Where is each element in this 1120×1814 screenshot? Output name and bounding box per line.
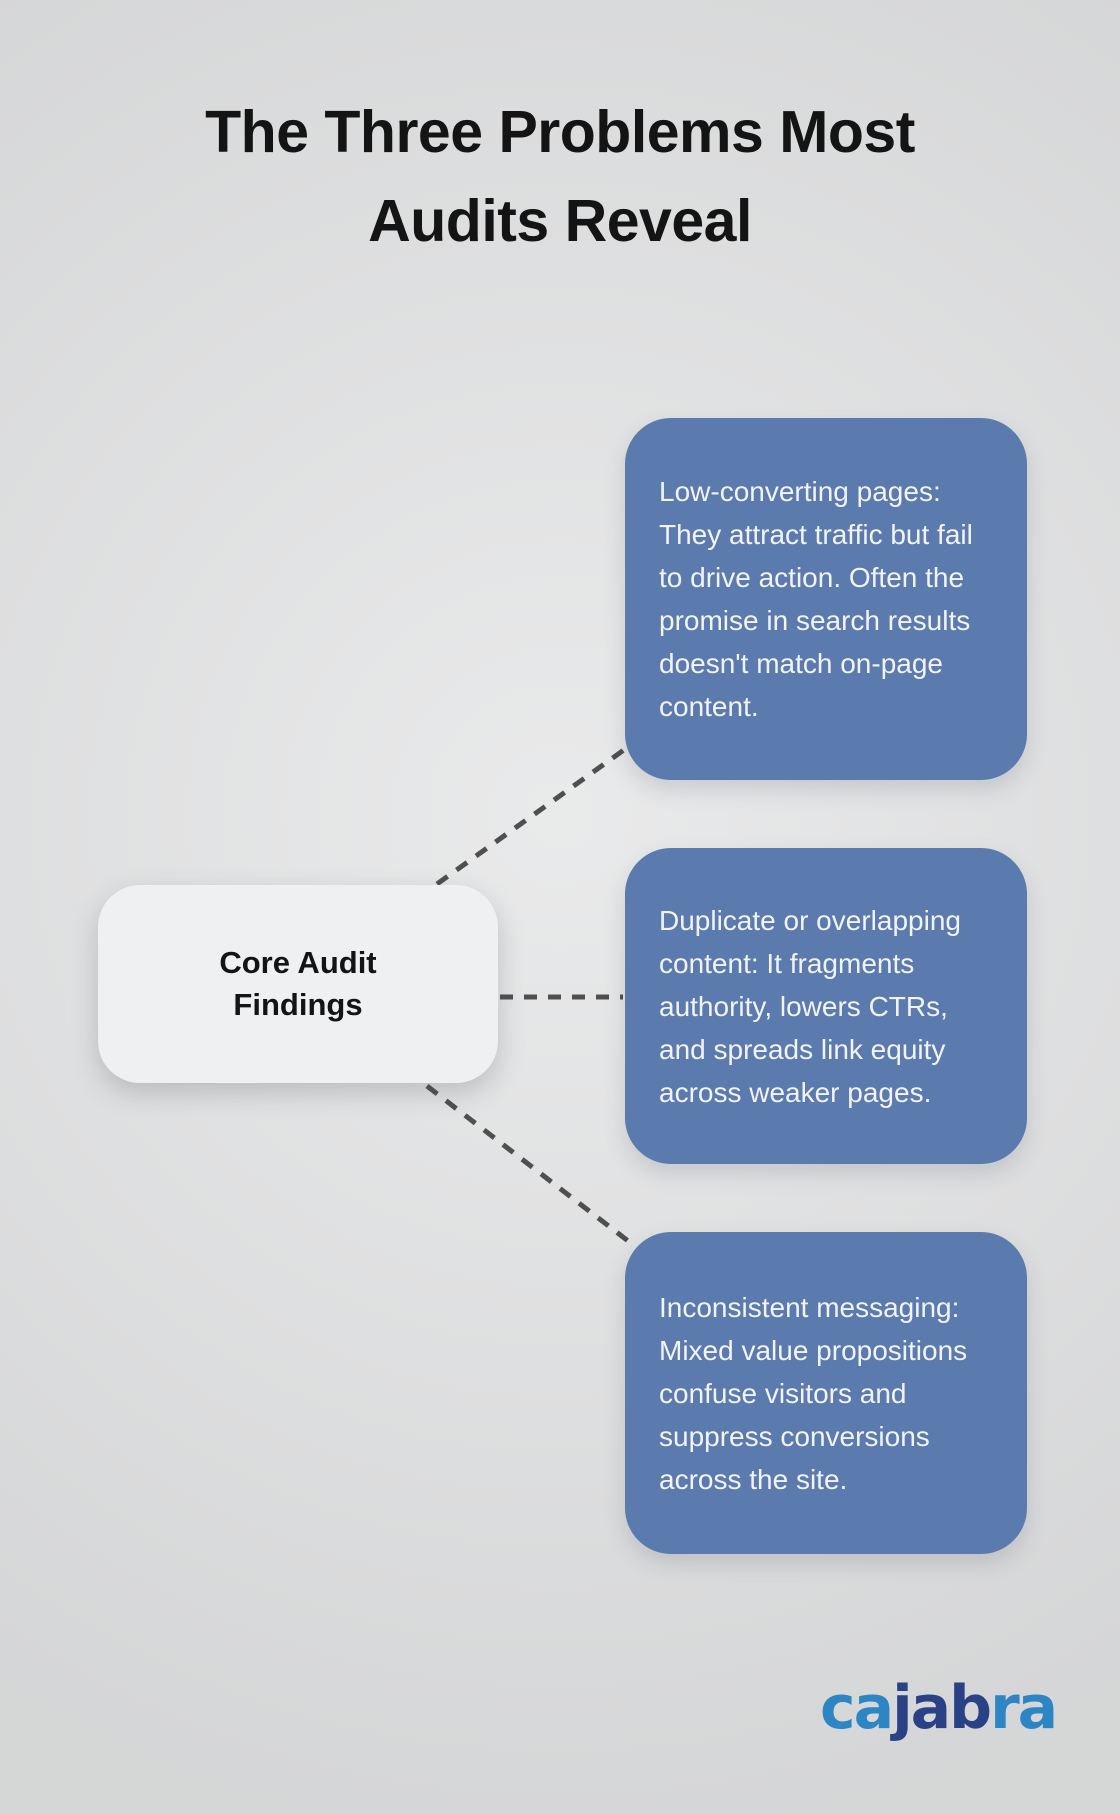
finding-card-duplicate-content: Duplicate or overlapping content: It fra… [625, 848, 1027, 1164]
finding-text: Low-converting pages: They attract traff… [659, 476, 973, 722]
page-title: The Three Problems Most Audits Reveal [205, 99, 915, 254]
finding-card-inconsistent-messaging: Inconsistent messaging: Mixed value prop… [625, 1232, 1027, 1554]
finding-card-low-converting-pages: Low-converting pages: They attract traff… [625, 418, 1027, 780]
logo-segment-ca: ca [820, 1673, 894, 1743]
finding-text: Inconsistent messaging: Mixed value prop… [659, 1291, 968, 1495]
logo-segment-jab: jab [892, 1673, 992, 1743]
cajabra-logo: cajabra [820, 1678, 1058, 1738]
center-node-label: Core Audit Findings [219, 945, 377, 1022]
connector-line-bottom [425, 1084, 634, 1246]
finding-text: Duplicate or overlapping content: It fra… [659, 904, 961, 1108]
connector-line-top [435, 744, 630, 887]
logo-segment-ra: ra [990, 1673, 1058, 1743]
center-node: Core Audit Findings [98, 885, 498, 1083]
